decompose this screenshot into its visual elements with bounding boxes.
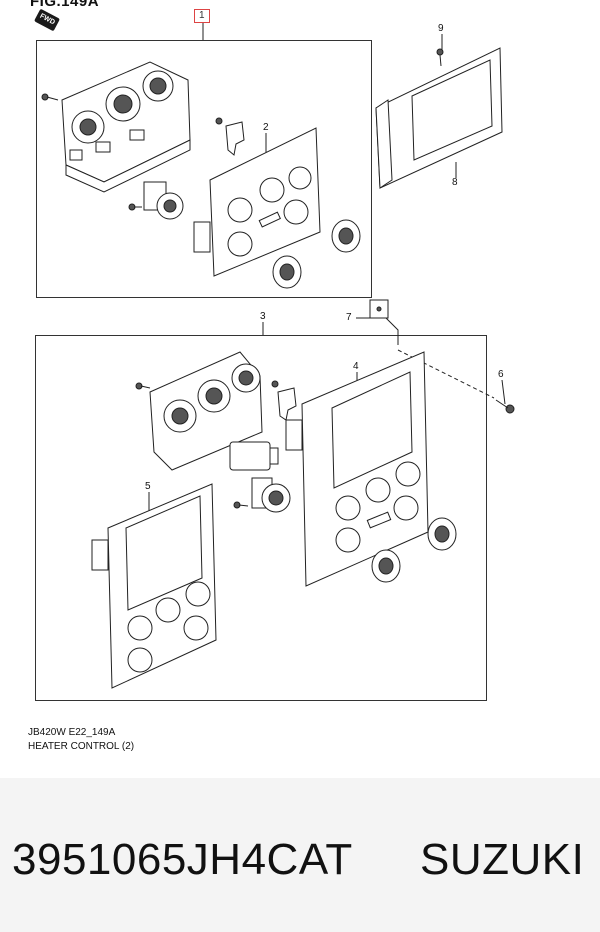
caption-name: HEATER CONTROL (2) — [28, 741, 135, 752]
bezel-4 — [285, 351, 429, 587]
part-number: 3951065JH4CAT — [12, 835, 353, 884]
blower-switch-upper — [143, 181, 184, 220]
callout-7: 7 — [346, 312, 352, 323]
control-head-lower — [149, 351, 263, 471]
caption-code: JB420W E22_149A — [28, 727, 116, 738]
trim-frame-8 — [375, 47, 503, 189]
control-head-upper — [61, 61, 191, 193]
callout-5: 5 — [145, 481, 151, 492]
callout-9: 9 — [438, 23, 444, 34]
callout-8: 8 — [452, 177, 458, 188]
diagram-sheet: FIG.149A FWD — [0, 0, 600, 778]
brand-name: SUZUKI — [420, 835, 585, 884]
callout-1: 1 — [194, 9, 210, 23]
blower-switch-lower — [251, 477, 291, 513]
callout-3: 3 — [260, 311, 266, 322]
assembly-frame-upper — [36, 40, 372, 298]
blower-motor-resistor — [229, 441, 279, 471]
knob-rings-lower — [371, 517, 457, 583]
screws — [41, 48, 515, 509]
bezel-5 — [91, 483, 217, 689]
callout-2: 2 — [263, 122, 269, 133]
assembly-frame-lower — [35, 335, 487, 701]
clip-brackets — [225, 121, 389, 421]
callout-4: 4 — [353, 361, 359, 372]
callout-6: 6 — [498, 369, 504, 380]
knob-rings-upper — [272, 219, 361, 289]
exploded-parts-drawing — [41, 22, 515, 689]
bezel-upper — [193, 127, 321, 277]
figure-title: FIG.149A — [30, 0, 100, 10]
